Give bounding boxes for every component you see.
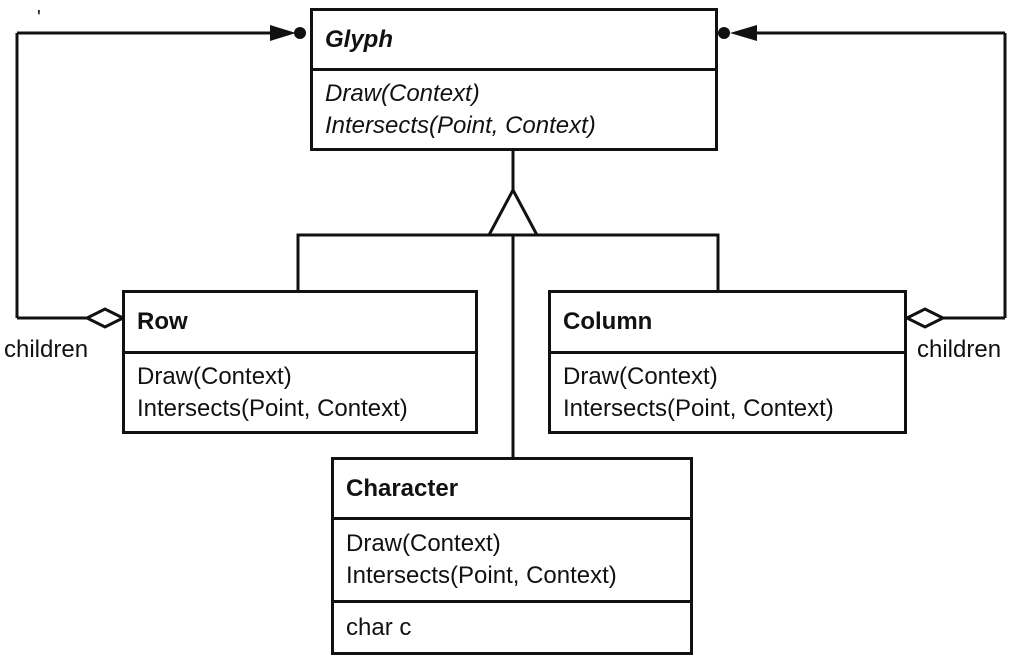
- right-aggregation: [718, 25, 1007, 329]
- row-op-intersects: Intersects(Point, Context): [137, 394, 408, 422]
- inheritance-triangle: [486, 186, 540, 237]
- column-class: Column Draw(Context) Intersects(Point, C…: [548, 290, 907, 434]
- left-aggregation-diamond: [83, 307, 127, 329]
- left-children-label: children: [4, 336, 89, 363]
- glyph-op-intersects: Intersects(Point, Context): [325, 111, 596, 139]
- column-op-intersects: Intersects(Point, Context): [563, 394, 834, 422]
- character-operations: Draw(Context) Intersects(Point, Context): [334, 517, 690, 600]
- character-attributes: char c: [334, 600, 690, 652]
- right-aggregation-diamond: [903, 307, 947, 329]
- left-arrowhead: [270, 25, 296, 41]
- character-class-name: Character: [346, 474, 459, 502]
- row-class-name: Row: [137, 308, 188, 335]
- column-class-name: Column: [563, 308, 653, 335]
- row-operations: Draw(Context) Intersects(Point, Context): [125, 351, 475, 431]
- glyph-operations: Draw(Context) Intersects(Point, Context): [313, 68, 715, 148]
- glyph-op-draw: Draw(Context): [325, 79, 480, 107]
- character-class: Character Draw(Context) Intersects(Point…: [331, 457, 693, 655]
- column-operations: Draw(Context) Intersects(Point, Context): [551, 351, 904, 431]
- inheritance-lines: [296, 150, 720, 457]
- right-arrowhead: [730, 25, 757, 41]
- character-attr-char: char c: [346, 613, 412, 641]
- stray-mark: ': [37, 7, 41, 29]
- glyph-class: Glyph Draw(Context) Intersects(Point, Co…: [310, 8, 718, 151]
- glyph-class-name: Glyph: [325, 25, 394, 53]
- character-op-intersects: Intersects(Point, Context): [346, 562, 617, 589]
- character-op-draw: Draw(Context): [346, 530, 501, 557]
- right-children-label: children: [917, 336, 1002, 363]
- row-op-draw: Draw(Context): [137, 362, 292, 390]
- row-class: Row Draw(Context) Intersects(Point, Cont…: [122, 290, 478, 434]
- left-aggregation: [15, 25, 306, 329]
- right-association-dot: [718, 27, 730, 39]
- left-association-dot: [294, 27, 306, 39]
- column-op-draw: Draw(Context): [563, 362, 718, 390]
